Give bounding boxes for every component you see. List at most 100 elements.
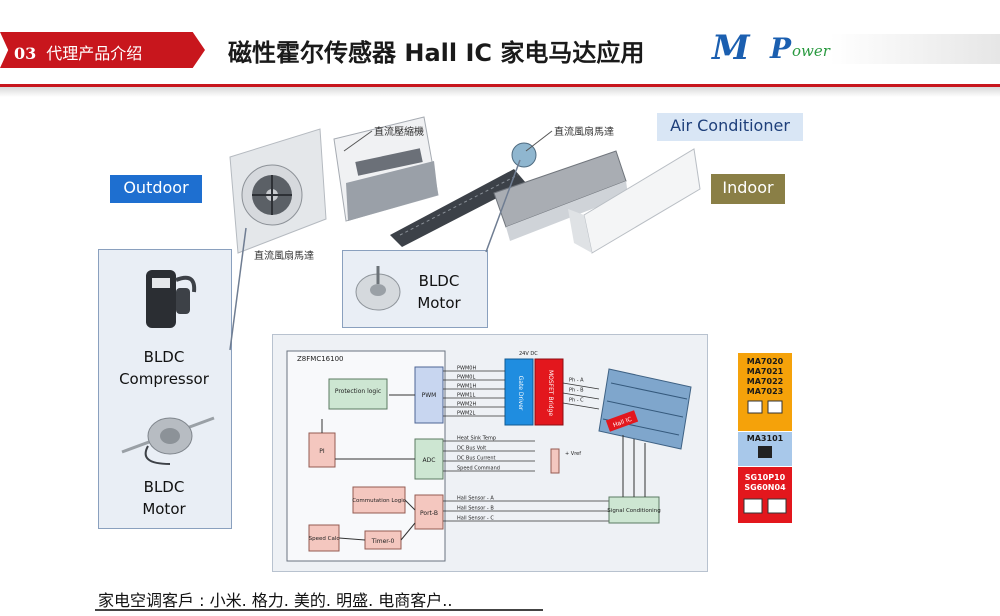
compressor-label-line1: BLDC — [143, 348, 185, 366]
signal-line — [562, 382, 600, 390]
mcu-name: Z8FMC16100 — [297, 355, 343, 363]
chip-part-number: SG60N04 — [744, 483, 786, 492]
logo-text: ower — [792, 42, 830, 60]
motor-control-block-diagram: Z8FMC16100 Protection logic PWM ADC PI C… — [272, 334, 708, 572]
chip-part-number: MA7023 — [746, 387, 784, 396]
outdoor-label: Outdoor — [110, 175, 202, 203]
compressor-text: BLDC Compressor — [98, 346, 230, 390]
compressor-label-line2: Compressor — [119, 370, 209, 388]
phase-label: Ph - B — [569, 388, 584, 394]
mosfet-package-icon — [743, 498, 787, 514]
chip-part-number: MA7022 — [746, 377, 784, 386]
pwm-signal-label: PWM0H — [457, 366, 476, 372]
pwm-signal-label: PWM2H — [457, 402, 476, 408]
commutation-block — [352, 486, 406, 514]
adc-block — [414, 438, 444, 480]
fan-rotor-image — [390, 142, 537, 247]
phase-lines: Ph - A Ph - B Ph - C — [562, 378, 600, 410]
adc-signal-label: DC Bus Current — [457, 456, 496, 462]
protection-label: Protection logic — [335, 388, 381, 395]
hall-ic-block — [605, 410, 639, 432]
outdoor-unit-image — [229, 128, 327, 254]
motor-drawing — [598, 368, 692, 450]
hall-signal-label: Hall Sensor - B — [457, 506, 494, 512]
commutation-link — [404, 499, 416, 511]
signal-conditioning-label: Signal Conditioning — [607, 508, 660, 514]
mosfet-bridge-label: MOSFET Bridge — [547, 370, 554, 416]
speed-calc-label: Speed Calc — [309, 536, 340, 542]
pi-label: PI — [319, 448, 325, 455]
mosfet-bridge-block — [534, 358, 564, 426]
pwm-signal-label: PWM1L — [457, 393, 475, 399]
left-motor-label-line2: Motor — [142, 500, 186, 518]
left-motor-label-line1: BLDC — [143, 478, 185, 496]
pwm-signal-lines: PWM0H PWM0L PWM1H PWM1L PWM2H PWM2L — [443, 366, 505, 417]
header-shadow — [0, 87, 1000, 97]
caption-leader — [343, 130, 373, 152]
protection-block — [328, 378, 388, 410]
adc-signal-label: Heat Sink Temp — [457, 436, 496, 442]
compressor-image — [146, 270, 197, 328]
footer-underline — [95, 609, 543, 611]
middle-motor-label-line2: Motor — [417, 294, 461, 312]
speed-timer-link — [338, 537, 366, 541]
fan-motor-caption-bottom: 直流風扇馬達 — [254, 249, 314, 262]
evaporator-image — [493, 150, 628, 241]
logo-letter-m: M — [712, 28, 750, 68]
phase-label: Ph - A — [569, 378, 584, 384]
middle-motor-label-line1: BLDC — [418, 272, 460, 290]
chip-part-number: SG10P10 — [744, 473, 786, 482]
phase-label: Ph - C — [569, 398, 584, 404]
pwm-signal-label: PWM0L — [457, 375, 475, 381]
shunt-resistor — [550, 448, 560, 474]
hall-signal-lines: Hall Sensor - A Hall Sensor - B Hall Senso… — [443, 496, 609, 522]
pwm-label: PWM — [422, 392, 437, 399]
chip-part-number: MA7020 — [746, 357, 784, 366]
section-number: 03 — [14, 44, 37, 63]
signal-conditioning-block — [608, 496, 660, 524]
compressor-cutaway-image — [333, 116, 439, 222]
adc-signal-label: DC Bus Volt — [457, 446, 486, 452]
compressor-caption: 直流壓縮機 — [374, 125, 424, 138]
chip-part-number: MA7021 — [746, 367, 784, 376]
indoor-unit-image — [568, 148, 701, 254]
fan-motor-caption-top: 直流風扇馬達 — [554, 125, 614, 138]
indoor-label: Indoor — [711, 174, 785, 204]
hall-signal-label: Hall Sensor - A — [457, 496, 494, 502]
ac-illustration: 直流壓縮機 直流風扇馬達 直流風扇馬達 — [224, 103, 718, 269]
hall-ic-package-icon — [747, 400, 783, 414]
pwm-signal-label: PWM1H — [457, 384, 476, 390]
adc-signal-label: Speed Command — [457, 466, 500, 472]
port-b-label: Port-B — [420, 510, 438, 517]
header-divider — [0, 84, 1000, 87]
port-b-block — [414, 494, 444, 530]
dc-label: 24V DC — [519, 351, 538, 357]
ic-package-icon — [758, 446, 772, 458]
adc-label: ADC — [423, 457, 436, 464]
page-title: 磁性霍尔传感器 Hall IC 家电马达应用 — [228, 39, 645, 67]
hall-signal-label: Hall Sensor - C — [457, 516, 494, 522]
customer-list: 家电空调客戶 : 小米. 格力. 美的. 明盛. 电商客户.. — [98, 591, 453, 610]
pwm-signal-label: PWM2L — [457, 411, 475, 417]
logo-letter-p: P — [770, 32, 792, 65]
pi-block — [308, 432, 336, 468]
middle-motor-text: BLDC Motor — [404, 270, 474, 314]
gate-driver-block — [504, 358, 534, 426]
timer-link — [400, 522, 416, 541]
signal-line — [562, 402, 600, 410]
fan-motor-image — [121, 416, 215, 465]
vref-label: + Vref — [565, 451, 581, 457]
speed-calc-block — [308, 524, 340, 552]
air-conditioner-label: Air Conditioner — [657, 113, 803, 141]
signal-line — [562, 392, 600, 400]
timer-label: Timer-0 — [371, 538, 395, 545]
caption-leader — [525, 130, 553, 152]
section-label: 代理产品介绍 — [46, 44, 143, 63]
adc-signal-lines: Heat Sink Temp DC Bus Volt DC Bus CurrentS… — [443, 436, 535, 472]
logo-background — [830, 34, 1000, 64]
blue-chip-group: MA3101 — [738, 432, 792, 466]
left-motor-text: BLDC Motor — [98, 476, 230, 520]
chip-part-number: MA3101 — [746, 434, 784, 443]
